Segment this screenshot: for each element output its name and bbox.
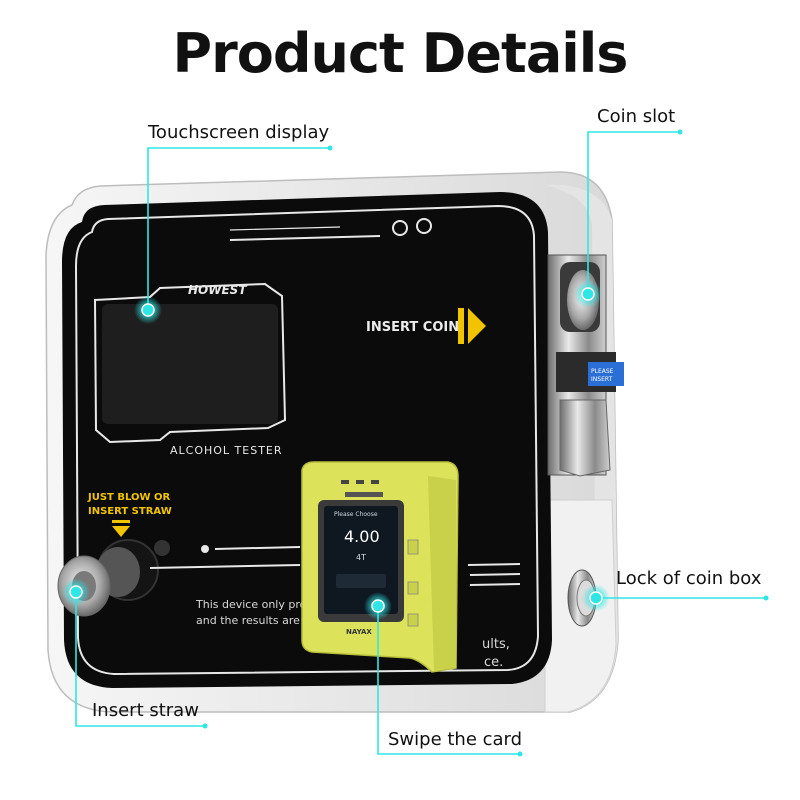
disclaimer-line2: and the results are no <box>196 614 317 627</box>
page-title: Product Details <box>172 22 629 85</box>
blow-arrow-icon <box>112 520 130 537</box>
marker-straw <box>62 578 90 606</box>
callout-endpoints <box>202 129 769 757</box>
coin-label-line1: PLEASE <box>591 368 614 375</box>
disclaimer-line1: This device only prov <box>195 598 313 611</box>
reader-brand: NAYAX <box>346 628 372 636</box>
marker-swipe <box>364 592 392 620</box>
reader-sub: 4T <box>356 553 366 562</box>
callout-coin-slot-label: Coin slot <box>597 106 676 127</box>
reader-amount: 4.00 <box>344 527 380 546</box>
blow-instruction-line1: JUST BLOW OR <box>87 492 170 503</box>
marker-touchscreen <box>134 296 162 324</box>
marker-coin-slot <box>574 280 602 308</box>
reader-prompt: Please Choose <box>334 511 378 518</box>
callout-lines <box>75 131 766 755</box>
callout-lock-label: Lock of coin box <box>616 568 762 589</box>
disclaimer-tail2: ce. <box>484 655 503 670</box>
panel-decor-lines <box>149 545 521 586</box>
insert-coin-arrow-icon <box>458 308 486 344</box>
blow-instruction-line2: INSERT STRAW <box>88 506 172 517</box>
callout-swipe-label: Swipe the card <box>388 729 523 750</box>
callout-straw-label: Insert straw <box>92 700 199 721</box>
product-label: ALCOHOL TESTER <box>170 444 283 457</box>
disclaimer-tail1: ults, <box>482 637 510 652</box>
touchscreen-display[interactable]: HOWEST ALCOHOL TESTER <box>93 282 287 457</box>
brand-logo: HOWEST <box>188 283 247 297</box>
coin-label-line2: INSERT <box>591 376 613 383</box>
card-reader[interactable]: Please Choose 4.00 4T NAYAX <box>301 461 459 673</box>
marker-lock <box>582 584 610 612</box>
callout-touchscreen-label: Touchscreen display <box>148 122 330 143</box>
insert-coin-label: INSERT COIN <box>366 320 459 335</box>
